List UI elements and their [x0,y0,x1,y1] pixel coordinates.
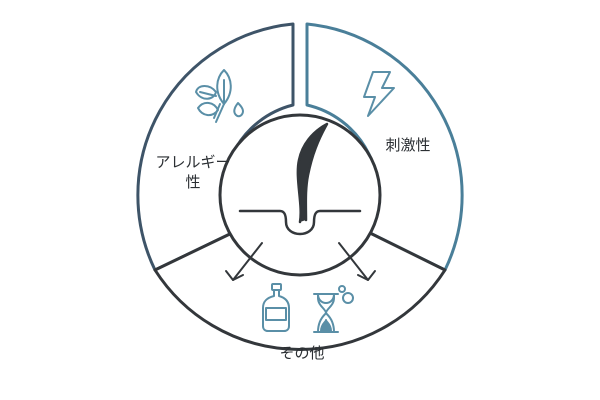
label-allergy-line1: アレルギー [155,153,230,171]
label-irritant: 刺激性 [385,136,430,154]
leaves-droplets-icon [195,69,244,123]
bottle-icon [262,283,290,332]
arrow-left [225,242,263,281]
hourglass-icon [313,285,354,333]
hair-follicle-icon [238,122,362,236]
lightning-bolt-icon [363,71,395,117]
label-allergy-line2: 性 [185,173,200,191]
label-other: その他 [279,344,324,362]
arrow-right [338,242,376,281]
segment-irritant [305,22,464,272]
